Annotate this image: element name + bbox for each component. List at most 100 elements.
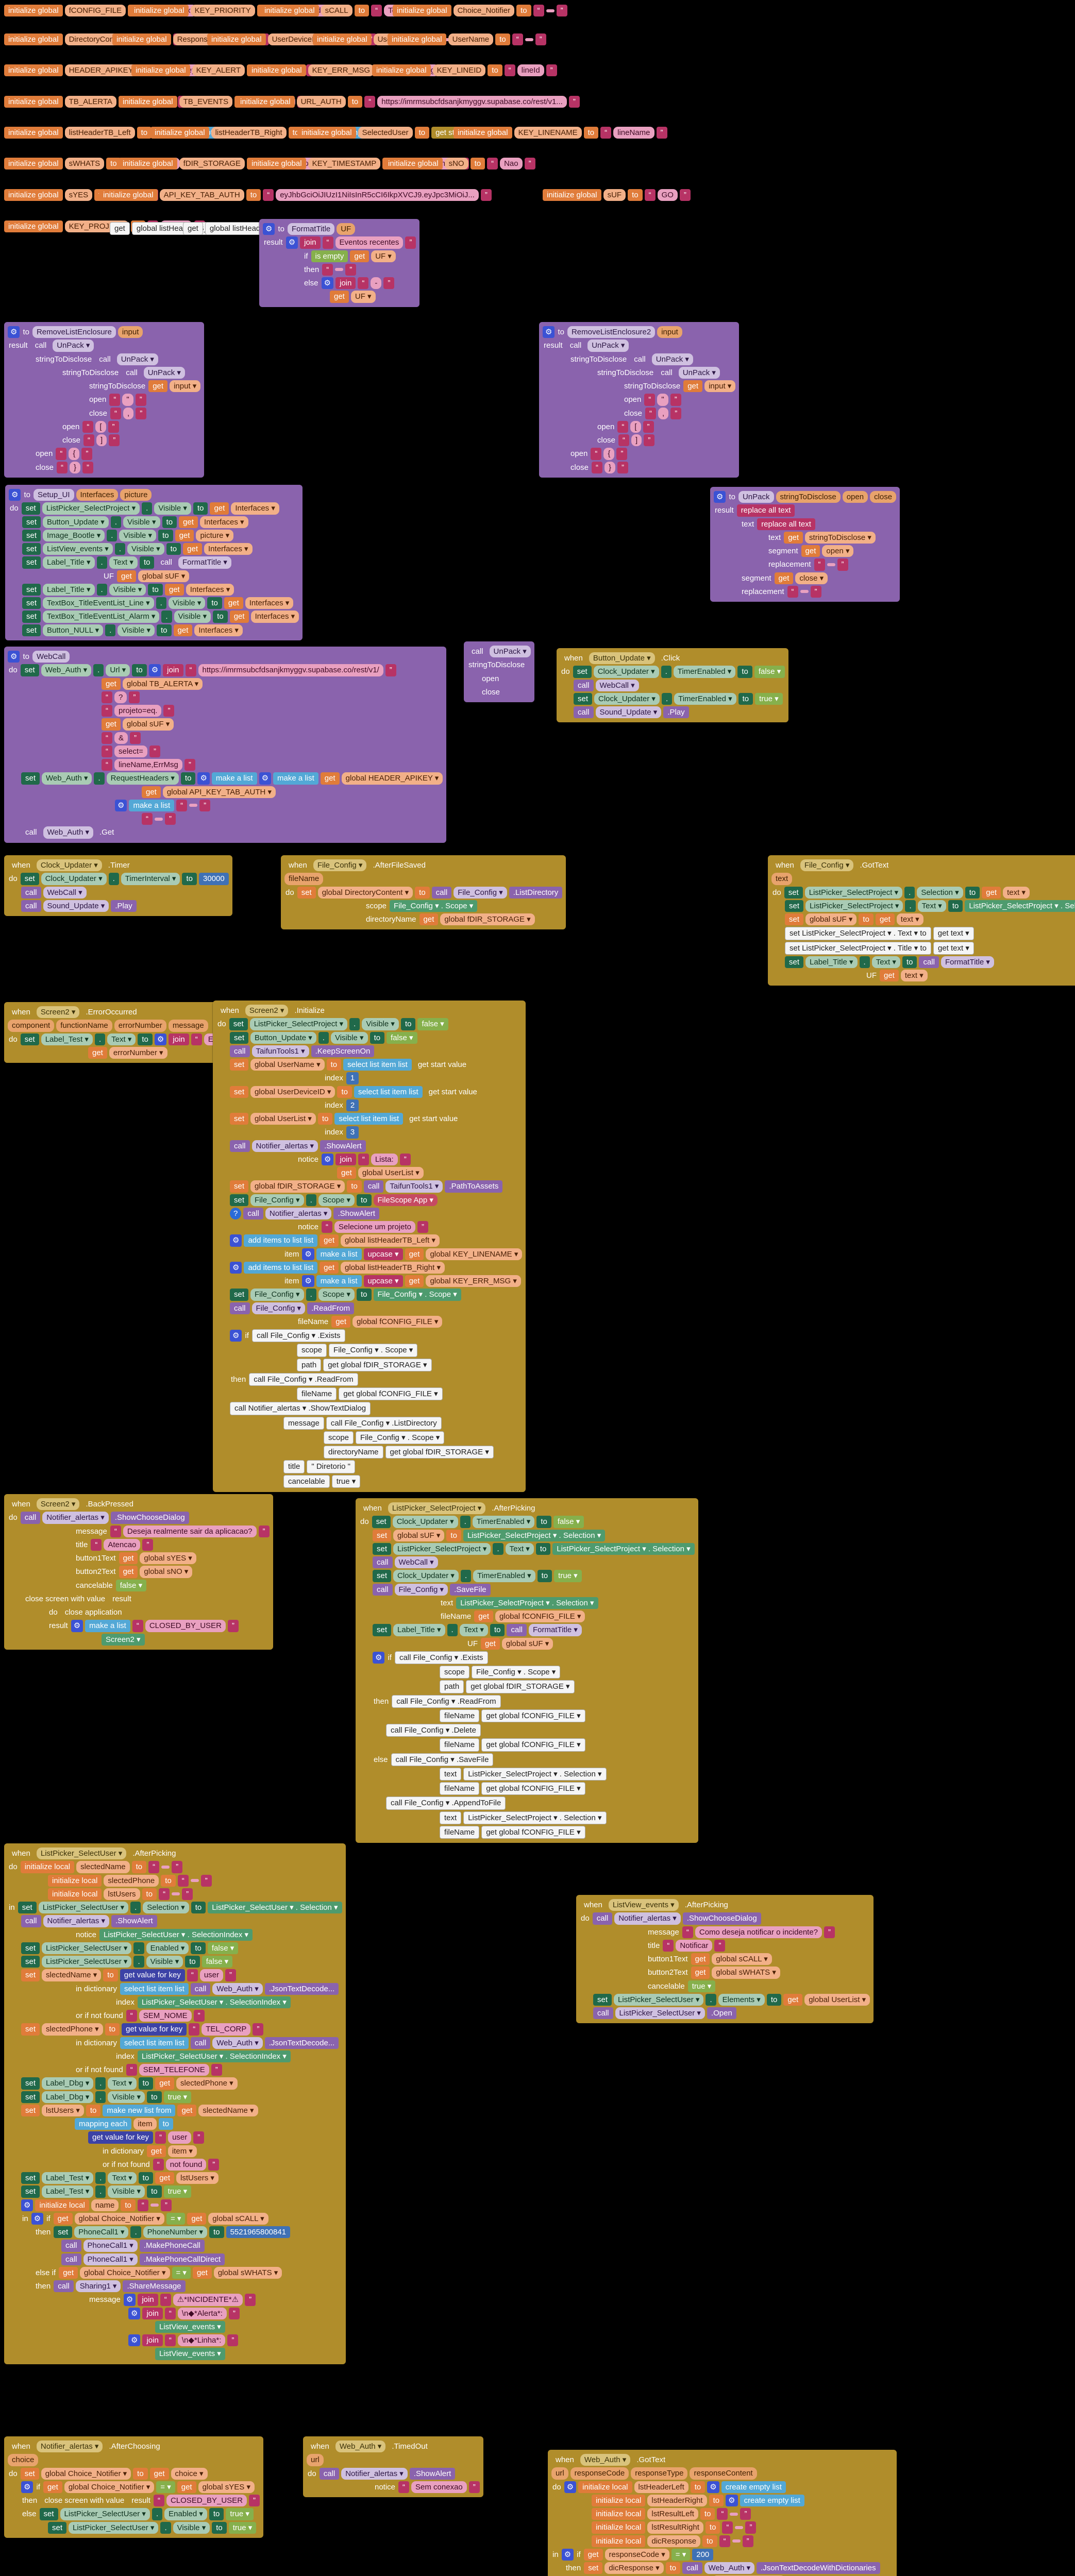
property-dropdown[interactable]: Scope ▾ [318, 1289, 355, 1301]
procedure-dropdown[interactable]: UnPack ▾ [53, 340, 94, 352]
component-dropdown[interactable]: Clock_Updater ▾ [36, 859, 102, 872]
variable-dropdown[interactable]: item ▾ [167, 2145, 197, 2157]
property-dropdown[interactable]: Button_Update ▾ [43, 516, 109, 528]
procedure-dropdown[interactable]: Notifier_alertas ▾ [251, 1140, 318, 1152]
property-dropdown[interactable]: Text ▾ [107, 1033, 136, 1045]
property-getter[interactable]: ListView_events ▾ [155, 2348, 225, 2360]
property-dropdown[interactable]: Clock_Updater ▾ [393, 1570, 459, 1582]
variable-dropdown[interactable]: global listHeaderTB_Left ▾ [341, 1234, 440, 1247]
disabled-chip[interactable]: get global fCONFIG_FILE ▾ [481, 1738, 585, 1752]
disabled-chip[interactable]: File_Config ▾ . Scope ▾ [329, 1344, 418, 1357]
property-dropdown[interactable]: TextBox_TitleEventList_Alarm ▾ [43, 611, 160, 623]
property-getter[interactable]: ListPicker_SelectUser ▾ . SelectionIndex… [137, 2050, 291, 2062]
property-dropdown[interactable]: Web_Auth ▾ [42, 772, 92, 785]
procedure-dropdown[interactable]: UnPack ▾ [651, 353, 693, 365]
variable-dropdown[interactable]: lstUsers ▾ [42, 2104, 84, 2116]
logic-chip[interactable]: true ▾ [226, 2508, 254, 2520]
variable-dropdown[interactable]: Interfaces ▾ [231, 502, 279, 515]
procedure-dropdown[interactable]: WebCall ▾ [394, 1556, 438, 1569]
disabled-chip[interactable]: call File_Config ▾ .SaveFile [391, 1753, 494, 1766]
variable-dropdown[interactable]: global sCALL ▾ [208, 2212, 268, 2225]
property-getter[interactable]: Screen2 ▾ [102, 1633, 145, 1646]
variable-dropdown[interactable]: global UserName ▾ [250, 1059, 325, 1071]
logic-chip[interactable]: = ▾ [156, 2481, 175, 2493]
property-dropdown[interactable]: ListPicker_SelectProject ▾ [805, 900, 903, 912]
variable-dropdown[interactable]: global sCALL ▾ [712, 1953, 772, 1965]
logic-chip[interactable]: true ▾ [755, 692, 783, 705]
property-getter[interactable]: ListPicker_SelectProject ▾ . Selection ▾ [456, 1597, 598, 1609]
variable-dropdown[interactable]: input ▾ [704, 380, 736, 393]
property-dropdown[interactable]: Text ▾ [108, 2172, 137, 2184]
property-dropdown[interactable]: Visible ▾ [123, 516, 160, 528]
disabled-chip[interactable]: call File_Config ▾ .Exists [251, 1329, 345, 1343]
disabled-chip[interactable]: set ListPicker_SelectProject ▾ . Text ▾ … [785, 927, 931, 940]
variable-dropdown[interactable]: global sUF ▾ [501, 1637, 553, 1650]
component-dropdown[interactable]: File_Config ▾ [800, 859, 854, 872]
procedure-dropdown[interactable]: Notifier_alertas ▾ [43, 1915, 110, 1927]
logic-chip[interactable]: true ▾ [163, 2185, 192, 2198]
procedure-dropdown[interactable]: TaifunTools1 ▾ [251, 1045, 309, 1057]
logic-chip[interactable]: false ▾ [754, 666, 785, 678]
property-dropdown[interactable]: Url ▾ [106, 664, 130, 676]
variable-dropdown[interactable]: picture ▾ [196, 529, 234, 541]
procedure-dropdown[interactable]: Sound_Update ▾ [595, 706, 662, 719]
disabled-chip[interactable]: get text ▾ [933, 941, 974, 955]
disabled-chip[interactable]: true ▾ [331, 1475, 361, 1488]
procedure-dropdown[interactable]: File_Config ▾ [453, 886, 507, 899]
property-dropdown[interactable]: ListPicker_SelectProject ▾ [42, 502, 140, 515]
property-dropdown[interactable]: Label_Title ▾ [43, 556, 95, 569]
logic-chip[interactable]: true ▾ [228, 2521, 257, 2534]
variable-dropdown[interactable]: global fCONFIG_FILE ▾ [495, 1611, 585, 1623]
property-dropdown[interactable]: Selection ▾ [917, 886, 963, 899]
logic-chip[interactable]: false ▾ [115, 1579, 147, 1591]
property-dropdown[interactable]: Label_Title ▾ [805, 956, 858, 968]
helper-dropdown[interactable]: FileScope App ▾ [373, 1194, 438, 1206]
component-dropdown[interactable]: ListView_events ▾ [608, 1899, 679, 1911]
variable-dropdown[interactable]: global Choice_Notifier ▾ [64, 2481, 155, 2493]
property-dropdown[interactable]: Label_Dbg ▾ [42, 2091, 94, 2103]
logic-chip[interactable]: true ▾ [687, 1980, 716, 1992]
variable-dropdown[interactable]: global listHeaderTB_Right ▾ [341, 1261, 445, 1274]
variable-dropdown[interactable]: stringToDisclose ▾ [805, 531, 876, 544]
property-dropdown[interactable]: Visible ▾ [119, 529, 157, 541]
property-dropdown[interactable]: Visible ▾ [154, 502, 191, 515]
variable-dropdown[interactable]: slectedName ▾ [198, 2104, 258, 2116]
variable-dropdown[interactable]: UF ▾ [350, 291, 376, 303]
procedure-dropdown[interactable]: PhoneCall1 ▾ [83, 2240, 138, 2252]
variable-dropdown[interactable]: Interfaces ▾ [194, 624, 243, 636]
procedure-dropdown[interactable]: UnPack ▾ [587, 340, 629, 352]
property-dropdown[interactable]: PhoneNumber ▾ [143, 2226, 208, 2239]
variable-dropdown[interactable]: global fCONFIG_FILE ▾ [352, 1315, 443, 1328]
disabled-chip[interactable]: get global fDIR_STORAGE ▾ [385, 1446, 494, 1459]
property-dropdown[interactable]: ListPicker_SelectProject ▾ [249, 1018, 348, 1030]
disabled-chip[interactable]: call File_Config ▾ .AppendToFile [386, 1797, 506, 1810]
component-dropdown[interactable]: Screen2 ▾ [36, 1498, 80, 1511]
component-dropdown[interactable]: Web_Auth ▾ [335, 2441, 386, 2453]
property-dropdown[interactable]: Label_Dbg ▾ [42, 2077, 94, 2090]
logic-chip[interactable]: false ▾ [417, 1018, 448, 1030]
property-dropdown[interactable]: Text ▾ [917, 900, 946, 912]
disabled-chip[interactable]: call File_Config ▾ .ListDirectory [326, 1416, 442, 1430]
variable-dropdown[interactable]: global DirectoryContent ▾ [317, 886, 413, 899]
variable-dropdown[interactable]: global sNO ▾ [140, 1566, 193, 1578]
logic-chip[interactable]: = ▾ [671, 2548, 691, 2561]
variable-dropdown[interactable]: text ▾ [1003, 886, 1030, 899]
variable-dropdown[interactable]: global UserList ▾ [358, 1167, 424, 1179]
procedure-dropdown[interactable]: Sound_Update ▾ [43, 900, 109, 912]
property-dropdown[interactable]: ListView_events ▾ [43, 543, 113, 555]
property-dropdown[interactable]: TimerEnabled ▾ [473, 1570, 535, 1582]
procedure-dropdown[interactable]: FormatTitle ▾ [178, 556, 231, 569]
variable-dropdown[interactable]: global fDIR_STORAGE ▾ [250, 1180, 345, 1193]
procedure-dropdown[interactable]: Notifier_alertas ▾ [614, 1912, 681, 1925]
